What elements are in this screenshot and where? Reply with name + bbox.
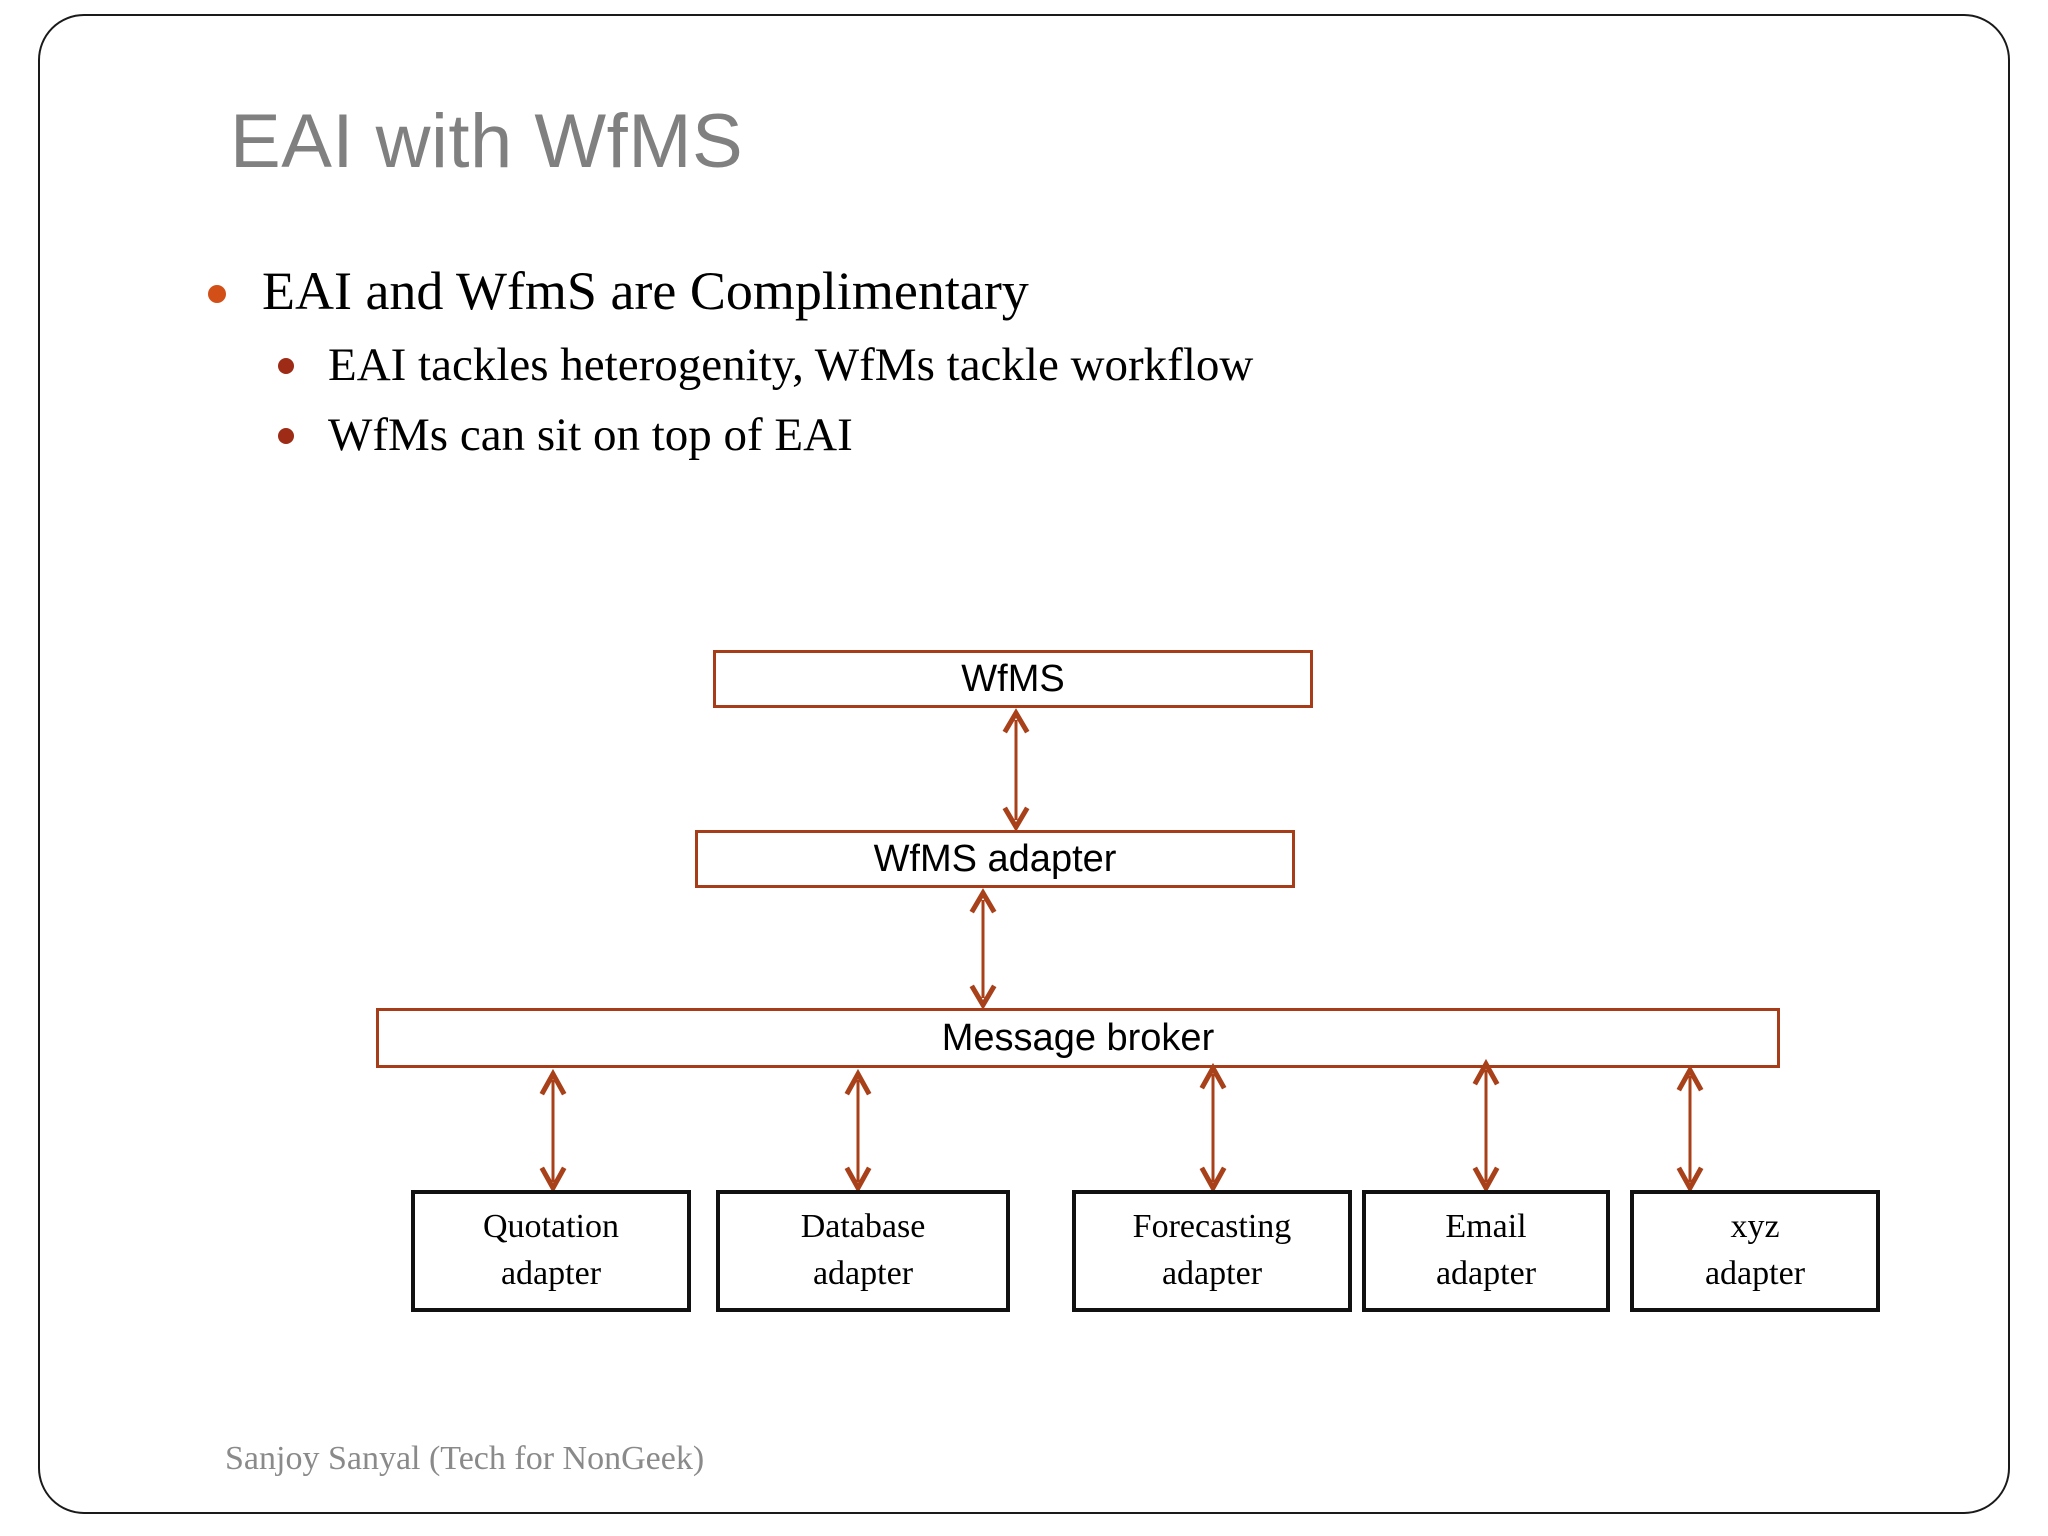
bullet-dot-orange-icon <box>208 285 226 303</box>
diagram-node-wfms-adapter[interactable]: WfMS adapter <box>695 830 1295 888</box>
diagram-node-forecasting-adapter[interactable]: Forecasting adapter <box>1072 1190 1352 1312</box>
connector-broker-to-database-adapter <box>844 1068 872 1194</box>
node-label-line1: Email <box>1445 1208 1527 1246</box>
diagram-node-xyz-adapter[interactable]: xyz adapter <box>1630 1190 1880 1312</box>
slide-canvas: EAI with WfMS EAI and WfmS are Complimen… <box>38 14 2010 1514</box>
diagram-node-message-broker[interactable]: Message broker <box>376 1008 1780 1068</box>
connector-broker-to-xyz-adapter <box>1676 1064 1704 1194</box>
node-label-line2: adapter <box>1704 1255 1806 1292</box>
connector-broker-to-email-adapter <box>1472 1058 1500 1194</box>
node-label: WfMS <box>961 657 1065 700</box>
node-label-line2: adapter <box>500 1255 602 1292</box>
node-label-line1: Quotation <box>483 1208 619 1246</box>
bullet-item-level1: EAI and WfmS are Complimentary <box>190 261 1890 321</box>
architecture-diagram: WfMS WfMS adapter Message broker <box>40 16 2008 1512</box>
diagram-node-database-adapter[interactable]: Database adapter <box>716 1190 1010 1312</box>
bullet-item-level2: EAI tackles heterogenity, WfMs tackle wo… <box>190 331 1890 401</box>
diagram-node-quotation-adapter[interactable]: Quotation adapter <box>411 1190 691 1312</box>
bullet-item-level2: WfMs can sit on top of EAI <box>190 401 1890 471</box>
node-label: WfMS adapter <box>873 837 1117 880</box>
page-title: EAI with WfMS <box>230 99 744 184</box>
connector-broker-to-quotation-adapter <box>539 1068 567 1194</box>
node-label-line1: Database <box>800 1208 926 1246</box>
slide-footer-credit: Sanjoy Sanyal (Tech for NonGeek) <box>225 1440 705 1477</box>
connector-wfms-adapter-to-broker <box>969 888 997 1010</box>
node-label-line1: Forecasting <box>1132 1208 1292 1246</box>
node-label: Message broker <box>941 1016 1215 1059</box>
bullet-text: WfMs can sit on top of EAI <box>328 409 853 462</box>
bullet-text: EAI tackles heterogenity, WfMs tackle wo… <box>328 339 1254 392</box>
bullet-list: EAI and WfmS are Complimentary EAI tackl… <box>190 261 1890 471</box>
node-label-line2: adapter <box>1161 1255 1263 1292</box>
node-label-line2: adapter <box>1435 1255 1537 1292</box>
connector-broker-to-forecasting-adapter <box>1199 1062 1227 1194</box>
node-label-line2: adapter <box>812 1255 914 1292</box>
bullet-dot-maroon-icon <box>278 358 294 375</box>
bullet-text: EAI and WfmS are Complimentary <box>262 261 1029 321</box>
diagram-node-email-adapter[interactable]: Email adapter <box>1362 1190 1610 1312</box>
bullet-dot-maroon-icon <box>278 428 294 445</box>
diagram-node-wfms[interactable]: WfMS <box>713 650 1313 708</box>
connector-wfms-to-wfms-adapter <box>1002 708 1030 832</box>
node-label-line1: xyz <box>1730 1208 1780 1246</box>
